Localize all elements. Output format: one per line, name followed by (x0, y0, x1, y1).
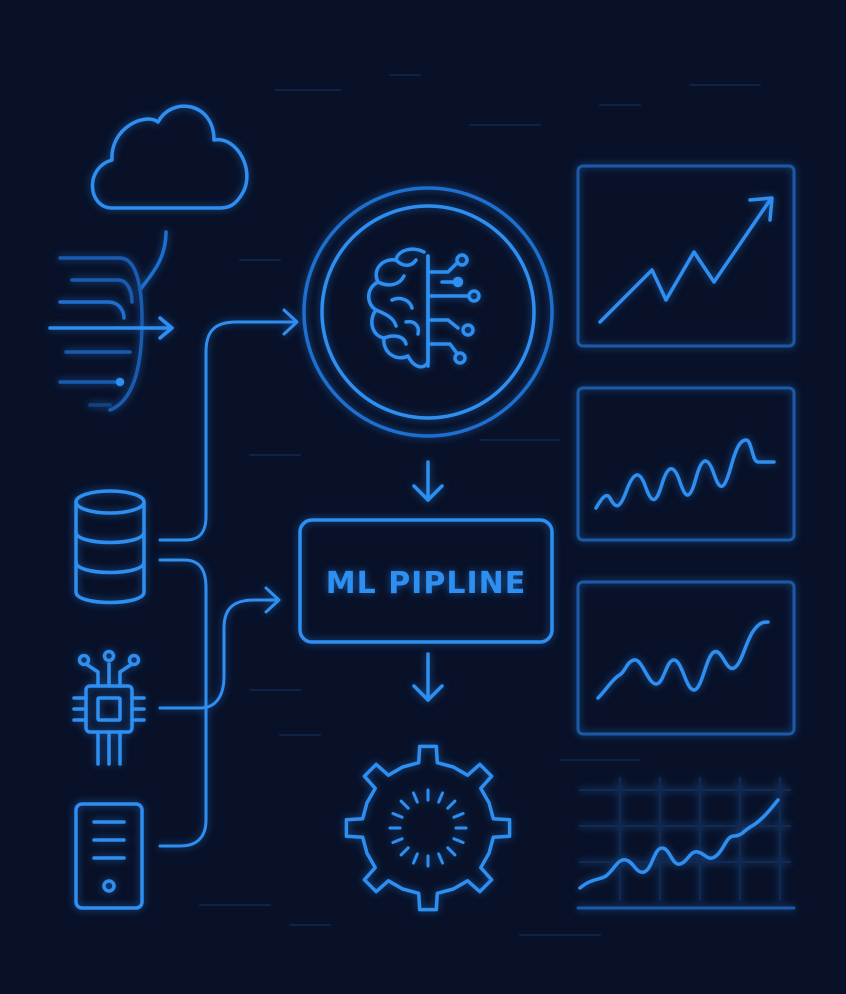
cloud-icon (90, 104, 249, 210)
brain-icon (302, 186, 554, 438)
background-dashes (199, 74, 761, 936)
chip-icon (72, 649, 146, 766)
gear-tick (452, 837, 465, 844)
gear-tick (399, 846, 410, 857)
gear-tick (437, 791, 444, 804)
arrow-down-icon (412, 460, 444, 502)
trend-up-chart-icon (576, 164, 796, 348)
grid-line-chart-icon (576, 777, 796, 910)
gear-tick (446, 799, 457, 810)
pipeline-label: ML PIPLINE (326, 566, 526, 601)
database-icon (74, 489, 146, 605)
gear-tick (412, 852, 419, 865)
connector-lines (158, 308, 299, 848)
wave-chart-icon (576, 386, 796, 542)
rising-wave-chart-icon (576, 580, 796, 736)
gear-tick (399, 799, 410, 810)
gear-tick (412, 791, 419, 804)
gear-tick (452, 812, 465, 819)
pipeline-box (298, 518, 554, 644)
gear-icon (344, 744, 512, 912)
arrow-down-icon (412, 652, 444, 702)
server-icon (74, 802, 144, 910)
gear-tick (391, 812, 404, 819)
gear-tick (446, 846, 457, 857)
data-stream-icon (48, 230, 174, 412)
gear-tick (437, 852, 444, 865)
gear-tick (391, 837, 404, 844)
